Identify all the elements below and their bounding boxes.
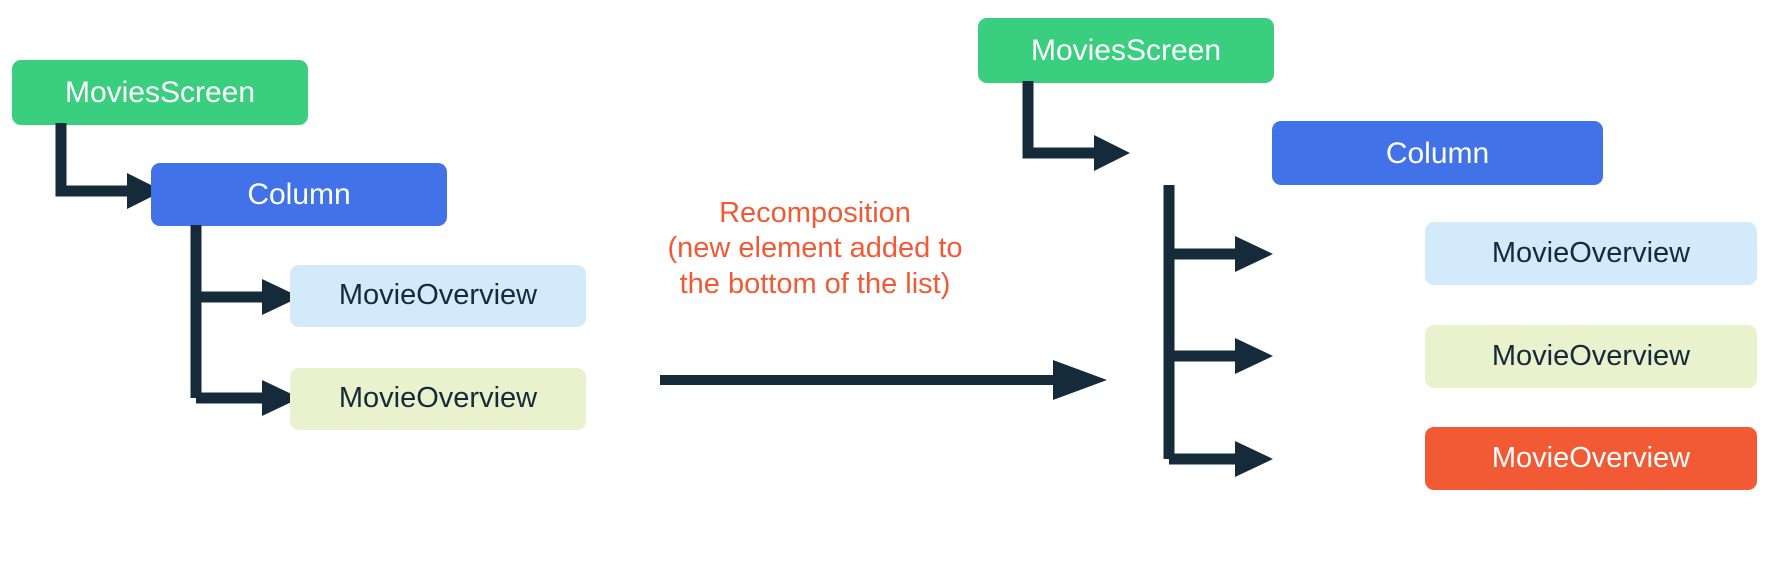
after-root-label: MoviesScreen — [1030, 34, 1222, 67]
transition-caption: Recomposition (new element added to the … — [625, 196, 1005, 302]
transition-caption-line-2: (new element added to — [667, 232, 963, 265]
after-column-label: Column — [1385, 136, 1490, 170]
before-child-node-2: MovieOverview — [290, 368, 586, 430]
after-root-to-column-connector — [1022, 81, 1130, 171]
before-child-node-1: MovieOverview — [290, 265, 586, 327]
after-column-children-connector — [1163, 185, 1273, 477]
after-child-node-2: MovieOverview — [1425, 325, 1757, 388]
before-column-children-connector — [190, 225, 300, 416]
after-root-node: MoviesScreen — [978, 18, 1274, 83]
transition-arrow — [660, 360, 1107, 400]
after-child-node-3: MovieOverview — [1425, 427, 1757, 490]
before-column-label: Column — [247, 178, 351, 211]
after-child-label-1: MovieOverview — [1491, 236, 1691, 269]
transition-caption-line-3: the bottom of the list) — [679, 267, 951, 300]
after-child-node-1: MovieOverview — [1425, 222, 1757, 285]
before-root-to-column-connector — [55, 123, 163, 209]
before-root-label: MoviesScreen — [64, 76, 256, 109]
transition-caption-line-1: Recomposition — [719, 197, 911, 229]
before-root-node: MoviesScreen — [12, 60, 308, 125]
before-child-label-2: MovieOverview — [338, 382, 538, 415]
before-column-node: Column — [151, 163, 447, 226]
after-child-label-3: MovieOverview — [1491, 441, 1691, 474]
after-column-node: Column — [1272, 121, 1603, 185]
before-child-label-1: MovieOverview — [338, 279, 538, 312]
after-child-label-2: MovieOverview — [1491, 339, 1691, 372]
